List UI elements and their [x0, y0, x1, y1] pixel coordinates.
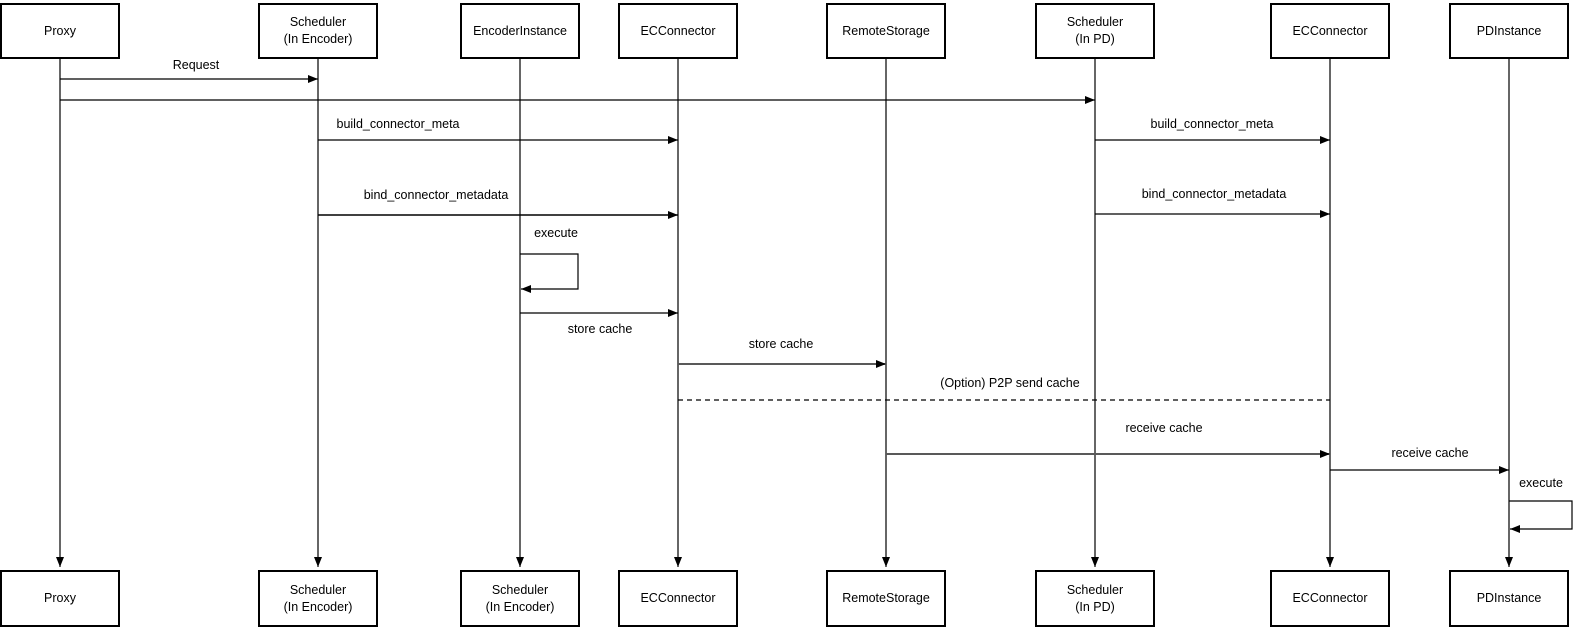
message-label-bind-connector-metadata-left: bind_connector_metadata	[361, 188, 511, 202]
actor-box-bottom-ec-connector-right: ECConnector	[1270, 570, 1390, 627]
actor-box-bottom-pd-instance: PDInstance	[1449, 570, 1569, 627]
actor-box-top-ec-connector-left: ECConnector	[618, 3, 738, 59]
actor-box-bottom-scheduler-encoder: Scheduler (In Encoder)	[258, 570, 378, 627]
message-label-request: Request	[170, 58, 222, 72]
message-label-receive-cache-pd: receive cache	[1389, 446, 1471, 460]
actor-box-bottom-ec-connector-left: ECConnector	[618, 570, 738, 627]
message-label-store-cache-remote: store cache	[746, 337, 816, 351]
message-label-execute-pd: execute	[1517, 476, 1565, 490]
actor-box-top-pd-instance: PDInstance	[1449, 3, 1569, 59]
message-label-bind-connector-metadata-right: bind_connector_metadata	[1139, 187, 1289, 201]
actor-box-top-encoder-instance: EncoderInstance	[460, 3, 580, 59]
actor-box-top-proxy: Proxy	[0, 3, 120, 59]
self-loop-execute-encoder	[520, 253, 579, 293]
message-label-build-connector-meta-left: build_connector_meta	[334, 117, 462, 131]
message-label-execute-encoder: execute	[532, 226, 580, 240]
actor-box-top-scheduler-pd: Scheduler (In PD)	[1035, 3, 1155, 59]
actor-box-bottom-remote-storage: RemoteStorage	[826, 570, 946, 627]
actor-box-bottom-encoder-instance: Scheduler (In Encoder)	[460, 570, 580, 627]
actor-box-top-ec-connector-right: ECConnector	[1270, 3, 1390, 59]
actor-box-bottom-scheduler-pd: Scheduler (In PD)	[1035, 570, 1155, 627]
message-label-receive-cache-storage: receive cache	[1123, 421, 1205, 435]
actor-box-top-scheduler-encoder: Scheduler (In Encoder)	[258, 3, 378, 59]
message-label-build-connector-meta-right: build_connector_meta	[1148, 117, 1276, 131]
message-label-store-cache-encoder: store cache	[565, 322, 635, 336]
actor-box-top-remote-storage: RemoteStorage	[826, 3, 946, 59]
actor-box-bottom-proxy: Proxy	[0, 570, 120, 627]
message-label-p2p-send-cache: (Option) P2P send cache	[938, 376, 1082, 390]
self-loop-execute-pd	[1509, 500, 1573, 533]
